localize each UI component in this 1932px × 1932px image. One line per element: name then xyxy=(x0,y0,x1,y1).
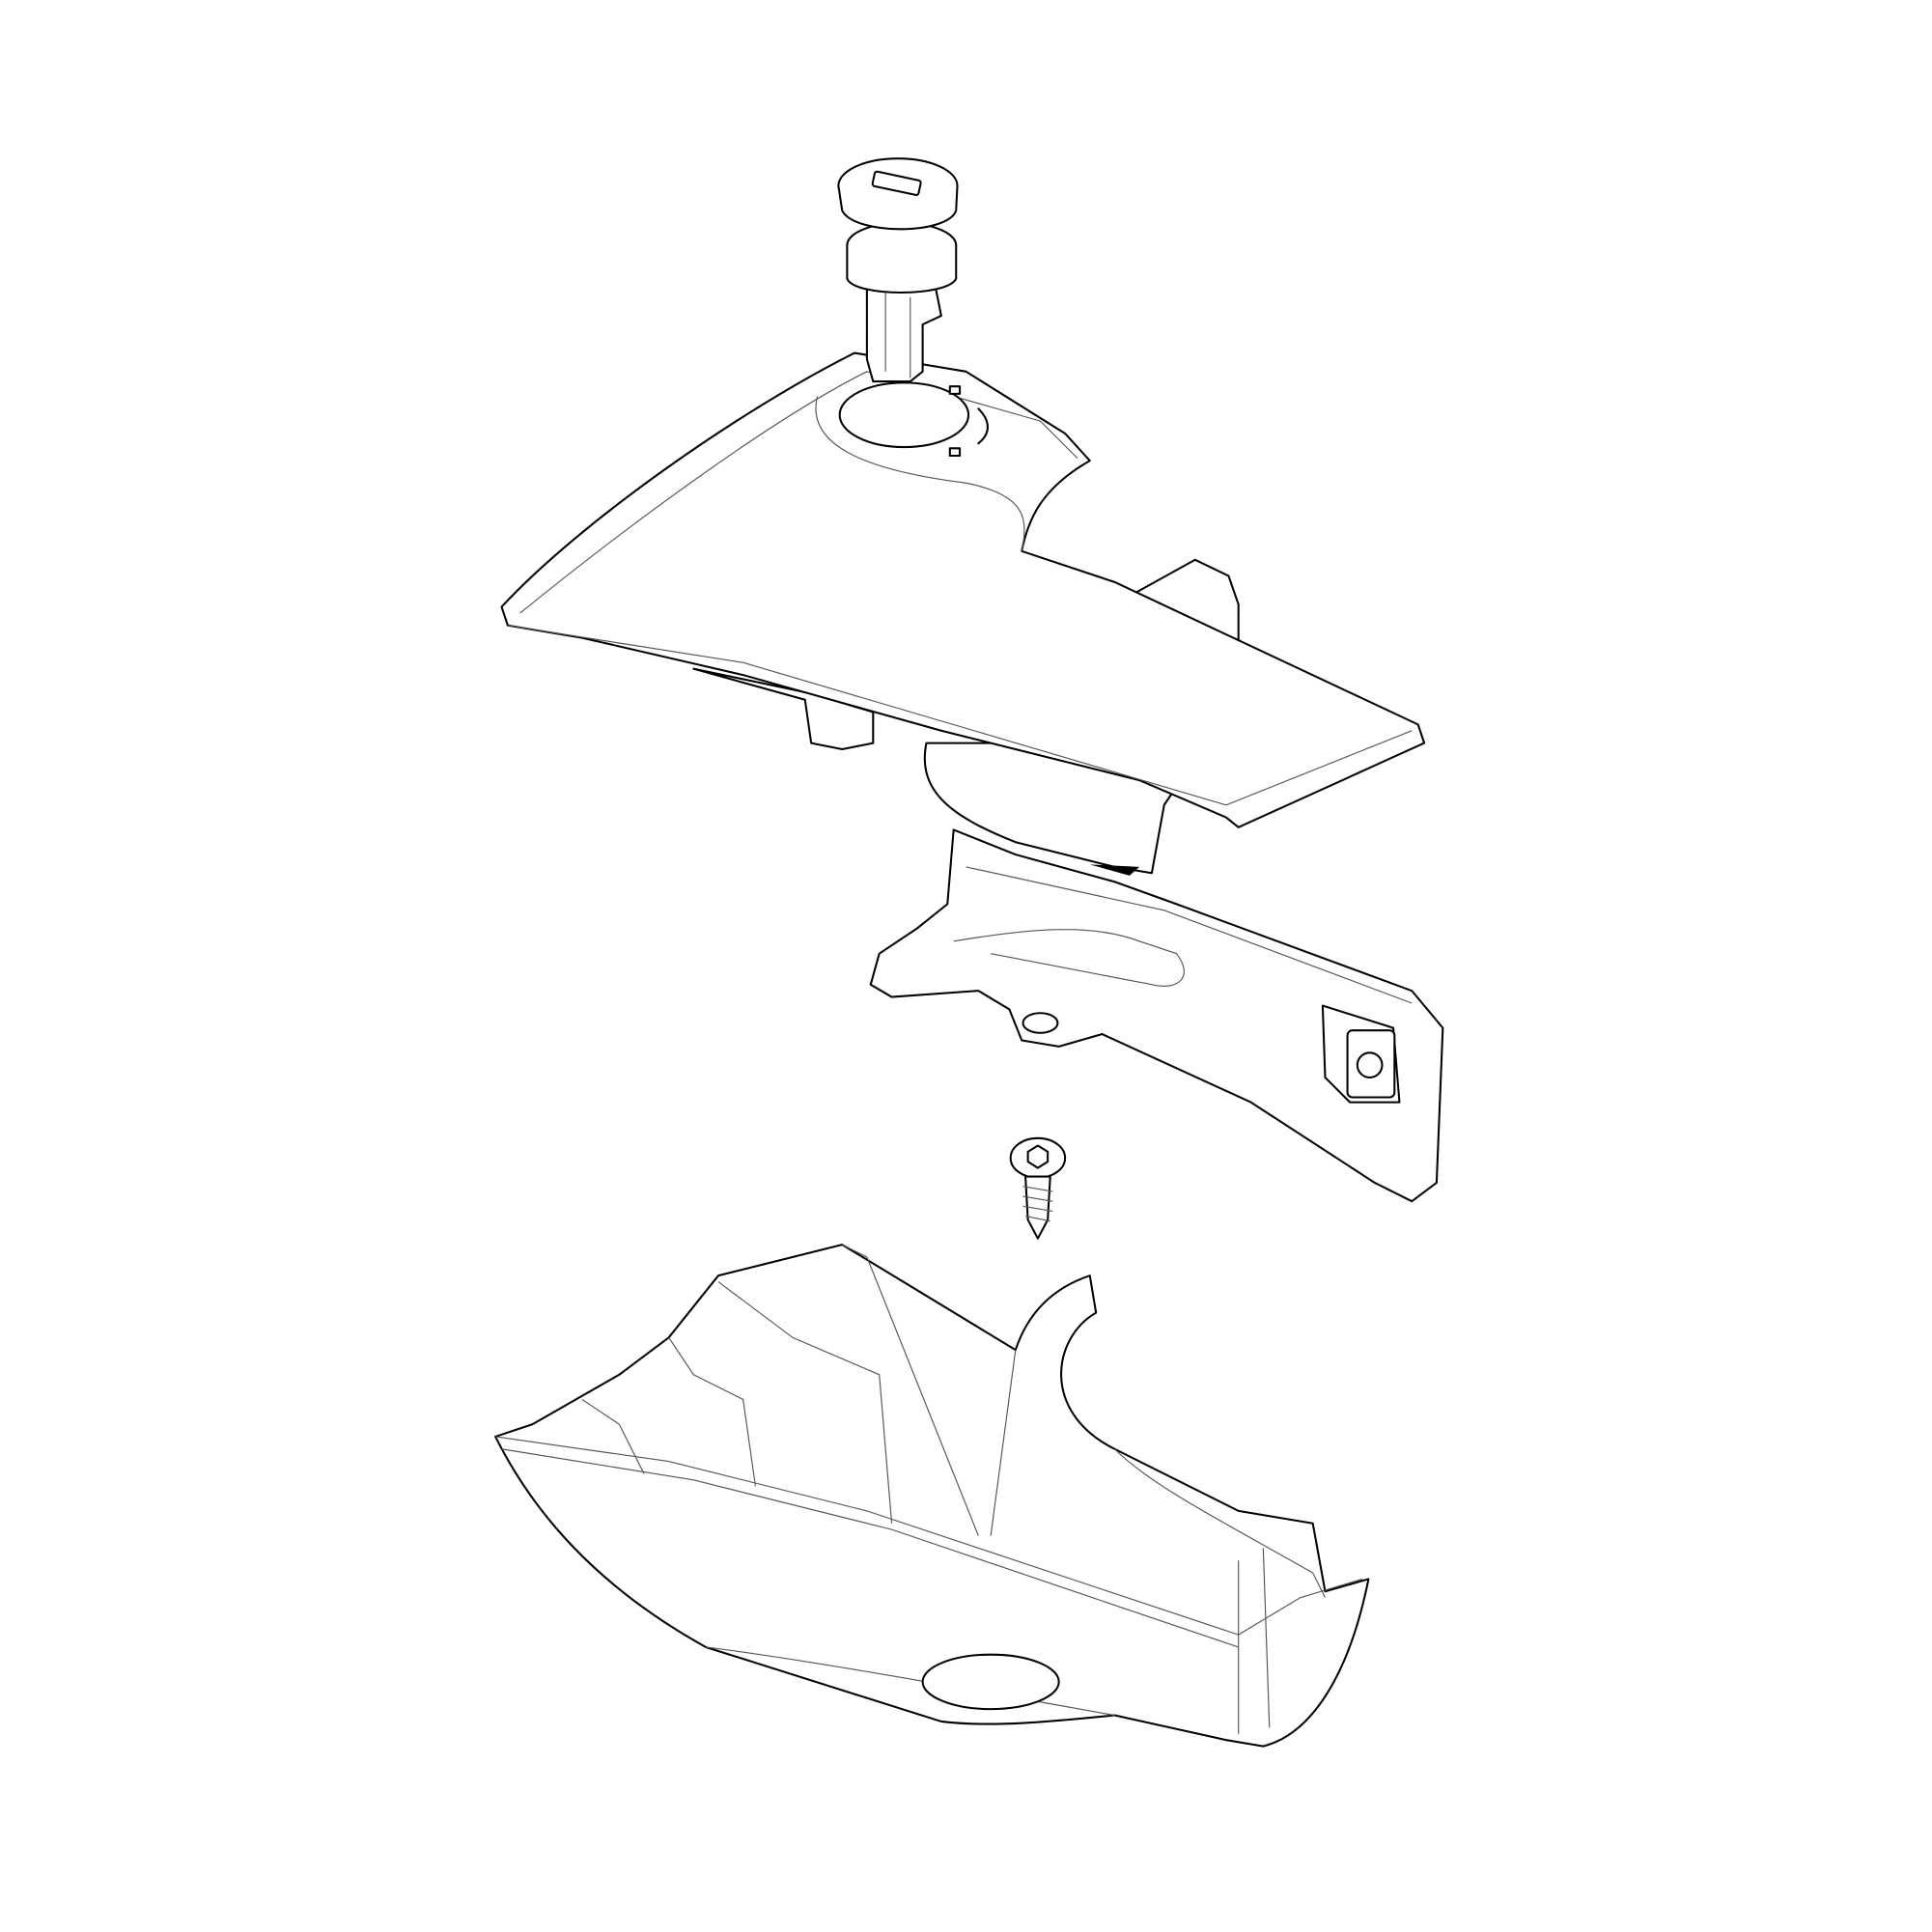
top-cover xyxy=(500,351,1426,828)
bottom-housing xyxy=(494,1244,1370,1748)
mounting-bracket xyxy=(869,742,1444,1203)
lock-cap xyxy=(837,157,959,383)
screw xyxy=(1009,1136,1067,1240)
